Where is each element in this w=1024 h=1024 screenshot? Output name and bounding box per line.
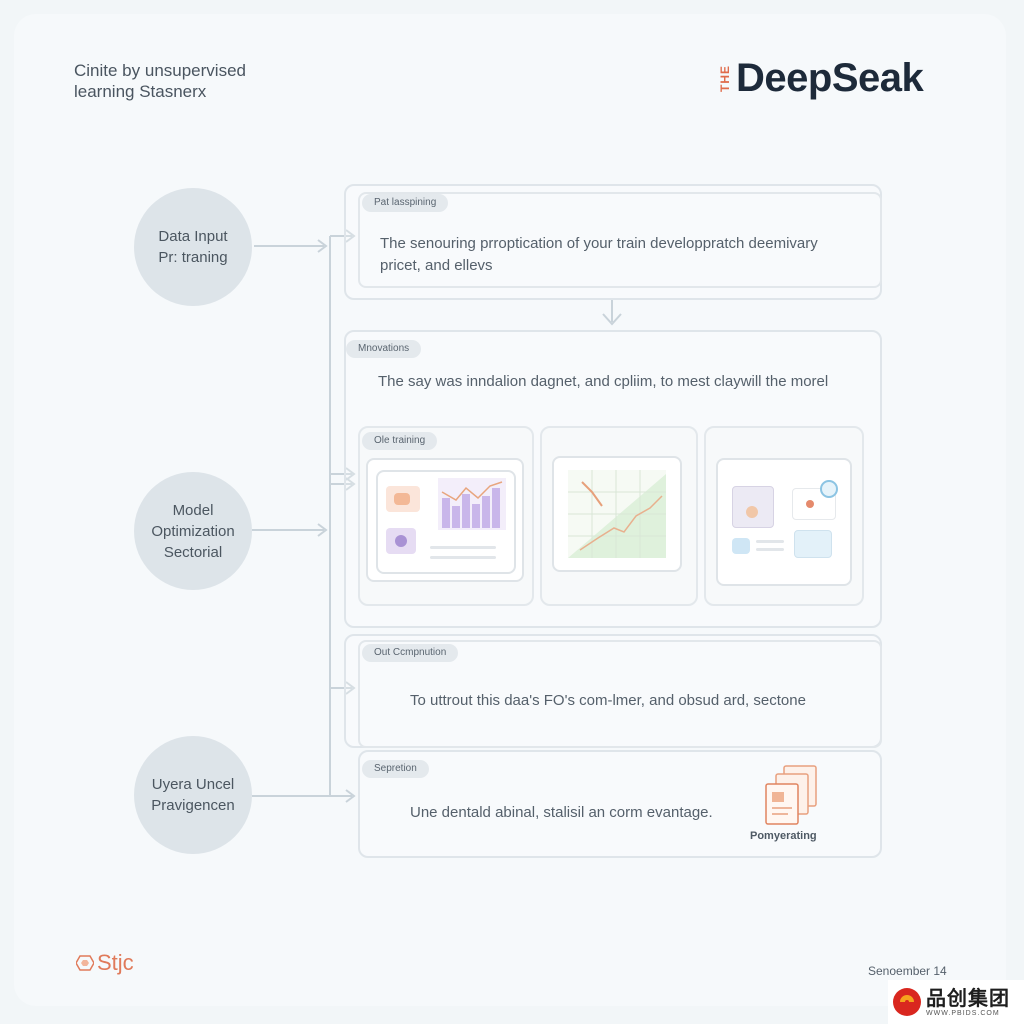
hexagon-icon bbox=[76, 955, 94, 971]
stage-data-input-line-2: Pr: traning bbox=[158, 249, 228, 266]
logo: THE DeepSeak bbox=[718, 52, 924, 104]
stage-data-input-line-1: Data Input bbox=[158, 228, 228, 245]
stage-model-optimization-line-2: Optimization bbox=[151, 522, 235, 540]
panel-innovations-tag: Mnovations bbox=[346, 340, 422, 358]
watermark: 品创集团 WWW.PBIDS.COM bbox=[888, 980, 1024, 1024]
network-icon bbox=[792, 488, 836, 520]
header-subtitle-line-2: learning Stasnerx bbox=[74, 82, 207, 101]
stage-model-optimization-line-1: Model bbox=[172, 501, 214, 519]
blue-square-icon bbox=[732, 538, 750, 554]
text-line-placeholder bbox=[756, 548, 784, 551]
mini-card-training-tag: Ole training bbox=[362, 432, 438, 450]
orange-square-icon-inner bbox=[394, 493, 410, 505]
panel-separation-text: Une dentald abinal, stalisil an corm eva… bbox=[410, 804, 713, 821]
stage-model-optimization: Model Optimization Sectorial bbox=[134, 472, 252, 590]
panel-pretraining-tag: Pat lasspining bbox=[362, 194, 449, 212]
stage-uyera-uncel-line-2: Pravigencen bbox=[151, 797, 235, 814]
header-subtitle-line-1: Cinite by unsupervised bbox=[74, 61, 246, 80]
purple-dot-icon bbox=[395, 535, 407, 547]
panel-computation-inner bbox=[358, 640, 882, 748]
text-line-placeholder bbox=[430, 556, 496, 559]
panel-pretraining-line-1: The senouring prroptication of your trai… bbox=[380, 235, 818, 252]
panel-pretraining-line-2: pricet, and ellevs bbox=[380, 257, 493, 274]
panel-computation-text: To uttrout this daa's FO's com-lmer, and… bbox=[410, 692, 806, 709]
network-node-icon bbox=[806, 500, 814, 508]
header-subtitle: Cinite by unsupervised learning Stasnerx bbox=[74, 60, 374, 102]
text-line-placeholder bbox=[756, 540, 784, 543]
watermark-logo-icon bbox=[893, 988, 921, 1016]
footer-date: Senoember 14 bbox=[868, 964, 947, 978]
stage-data-input: Data Input Pr: traning bbox=[134, 188, 252, 306]
circle-badge-icon bbox=[820, 480, 838, 498]
text-line-placeholder bbox=[430, 546, 496, 549]
profile-face-icon bbox=[746, 506, 758, 518]
stage-model-optimization-line-3: Sectorial bbox=[163, 543, 223, 561]
logo-word: DeepSeak bbox=[736, 55, 924, 100]
document-icon bbox=[794, 530, 832, 558]
stage-uyera-uncel: Uyera Uncel Pravigencen bbox=[134, 736, 252, 854]
panel-separation-tag: Sepretion bbox=[362, 760, 429, 778]
bar-chart-icon bbox=[438, 478, 506, 530]
panel-innovations-text: The say was inndalion dagnet, and cpliim… bbox=[378, 373, 829, 390]
stacked-documents-icon bbox=[765, 765, 817, 825]
footer-brand: Stjc bbox=[76, 950, 134, 976]
panel-pretraining-inner bbox=[358, 192, 882, 288]
line-chart-icon bbox=[568, 470, 666, 558]
footer-brand-text: Stjc bbox=[97, 950, 134, 975]
panel-computation-tag: Out Ccmpnution bbox=[362, 644, 459, 662]
component-label: Pomyerating bbox=[750, 830, 817, 842]
watermark-sub-text: WWW.PBIDS.COM bbox=[926, 1009, 1000, 1017]
stage-uyera-uncel-line-1: Uyera Uncel bbox=[151, 776, 235, 793]
watermark-main-text: 品创集团 bbox=[926, 987, 1010, 1010]
